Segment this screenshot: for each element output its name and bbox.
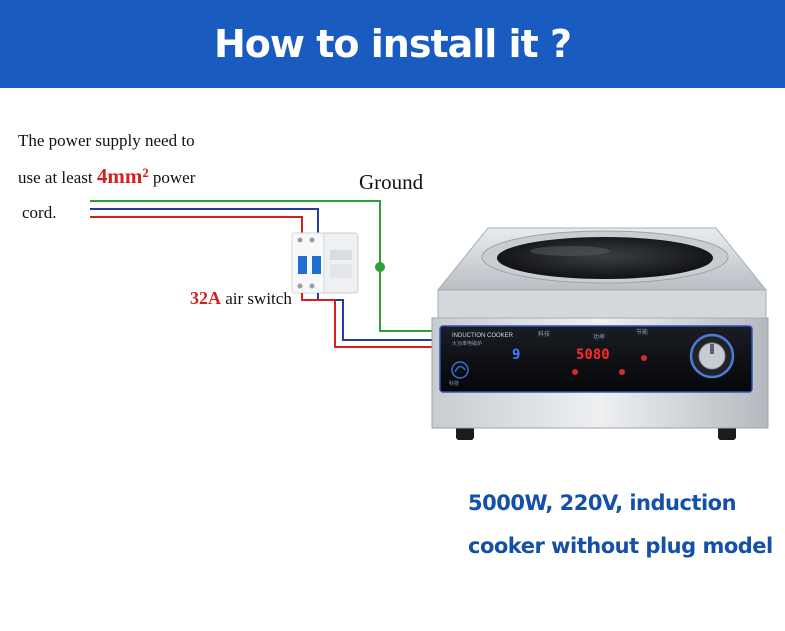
instruction-line-2: use at least 4mm² power — [18, 164, 195, 189]
instruction-text-1: The power supply need to — [18, 131, 195, 150]
instruction-text-3: cord. — [22, 203, 57, 222]
level-display: 9 — [512, 347, 520, 363]
panel-label-left: 科技 — [538, 330, 550, 338]
air-switch-breaker — [291, 232, 359, 294]
instruction-text-2a: use at least — [18, 168, 97, 187]
page-title: How to install it ? — [214, 22, 572, 66]
air-switch-label: 32A air switch — [190, 288, 292, 309]
header-banner: How to install it ? — [0, 0, 785, 88]
instruction-line-1: The power supply need to — [18, 131, 195, 151]
power-display: 5080 — [576, 347, 610, 363]
caption-line-2: cooker without plug model — [468, 534, 773, 558]
air-switch-rating: 32A — [190, 288, 221, 308]
cord-size-highlight: 4mm² — [96, 164, 149, 188]
induction-cooker — [431, 227, 769, 440]
panel-label-right: 节能 — [636, 328, 648, 336]
cooker-wires — [301, 293, 440, 348]
instruction-text-2b: power — [148, 168, 196, 187]
caption-line-1: 5000W, 220V, induction — [468, 491, 737, 515]
panel-label-mid: 功率 — [593, 333, 605, 341]
panel-logo-text: 科技 — [449, 380, 459, 387]
supply-wires — [90, 200, 440, 332]
ground-node — [375, 262, 385, 272]
air-switch-text: air switch — [221, 289, 292, 308]
ground-label: Ground — [359, 170, 424, 194]
panel-brand: INDUCTION COOKER — [452, 333, 514, 339]
panel-subtitle: 大功率电磁炉 — [452, 340, 482, 347]
instruction-line-3: cord. — [22, 203, 56, 223]
